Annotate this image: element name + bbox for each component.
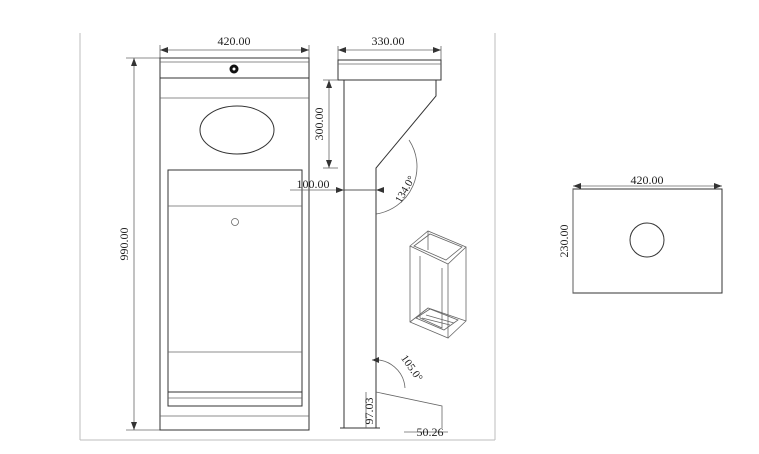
top-height-dimension: 230.00 [557, 225, 571, 258]
front-base-plate [167, 391, 303, 407]
side-depth-dimension: 330.00 [372, 34, 405, 48]
top-opening [629, 222, 665, 258]
side-bottom-angle: 105.0° [398, 353, 425, 384]
front-height-dimension: 990.00 [117, 228, 131, 261]
ashtray-opening [199, 105, 275, 155]
side-column [340, 190, 380, 429]
front-width-dimension: 420.00 [218, 34, 251, 48]
bottom-angle-arc [371, 359, 406, 389]
sheet-border [79, 33, 496, 441]
door-hole-icon [231, 218, 239, 226]
front-view: 420.00 990.00 [117, 34, 310, 431]
front-body [159, 77, 310, 431]
isometric-frame-sketch [409, 230, 467, 339]
side-base-width-dimension: 50.26 [417, 425, 444, 439]
side-base-height-dimension: 97.03 [362, 398, 376, 425]
front-door [167, 169, 303, 407]
side-view: 330.00 300.00 100.00 134.0° 105.0° 97.03 [290, 34, 448, 439]
top-angle-arc [375, 139, 418, 215]
side-base-foot [375, 391, 443, 428]
side-body-outline [343, 80, 437, 191]
top-view: 420.00 230.00 [557, 173, 723, 294]
top-width-dimension: 420.00 [631, 173, 664, 187]
top-plate [572, 188, 723, 294]
side-lid [337, 59, 442, 81]
side-offset-dimension: 100.00 [297, 177, 330, 191]
side-top-angle: 134.0° [393, 174, 418, 205]
side-upper-height-dimension: 300.00 [312, 108, 326, 141]
